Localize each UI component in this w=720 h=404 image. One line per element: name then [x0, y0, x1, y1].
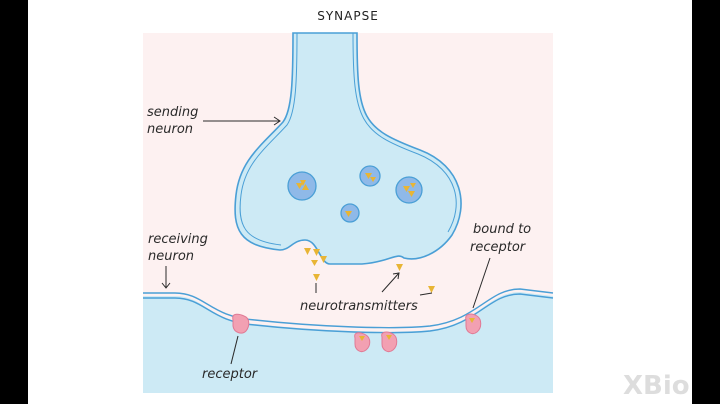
- diagram-title: SYNAPSE: [317, 9, 379, 23]
- receiving-neuron-membrane: [143, 288, 554, 329]
- receptor: [381, 331, 398, 353]
- right-letterbox: [692, 0, 720, 404]
- arrow-sending-neuron: [203, 116, 281, 126]
- label-receiving-neuron-line2: neuron: [148, 249, 194, 264]
- receptor: [232, 313, 250, 334]
- vesicle: [287, 171, 317, 201]
- arrow-receptor: [230, 335, 239, 365]
- receiving-neuron: [143, 292, 553, 393]
- vesicle: [359, 165, 381, 187]
- label-sending-neuron-line2: neuron: [147, 122, 193, 137]
- vesicle: [395, 176, 423, 204]
- label-receptor: receptor: [202, 367, 259, 382]
- sending-neuron-inner-membrane-right: [352, 32, 457, 233]
- receiving-neuron-membrane-inner: [143, 293, 554, 334]
- label-receiving-neuron-line1: receiving: [148, 232, 208, 247]
- xbio-logo: XBio: [623, 371, 690, 401]
- vesicle: [340, 203, 360, 223]
- released-neurotransmitters: [304, 248, 435, 293]
- receptor: [354, 332, 371, 353]
- sending-neuron-inner-membrane: [239, 32, 298, 246]
- left-letterbox: [0, 0, 28, 404]
- label-bound-to-receptor-line2: receptor: [470, 240, 527, 255]
- label-sending-neuron-line1: sending: [147, 105, 198, 120]
- arrow-bound-to-receptor: [472, 257, 491, 309]
- arrow-neurotransmitters: [315, 272, 433, 296]
- arrow-receiving-neuron: [161, 266, 171, 289]
- receptor: [465, 313, 482, 335]
- label-bound-to-receptor-line1: bound to: [473, 222, 531, 237]
- label-neurotransmitters: neurotransmitters: [300, 299, 418, 314]
